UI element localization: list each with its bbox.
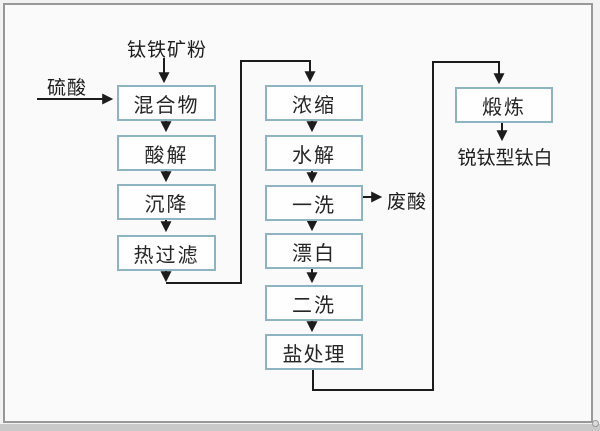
connector-salt-treatment-to-calcination: [312, 61, 505, 391]
anatase-product-label: 锐钛型钛白: [457, 148, 553, 169]
sulfuric-acid-label: 硫酸: [47, 78, 88, 99]
node-first-wash: 一洗: [265, 185, 363, 221]
node-hydrolysis: 水解: [265, 135, 363, 171]
photo-bottom-edge: [0, 424, 600, 431]
connector-hot-filtration-to-concentration: [166, 60, 316, 284]
node-acidolysis: 酸解: [117, 135, 216, 171]
node-salt-treatment: 盐处理: [265, 334, 363, 370]
corner-artifact: [592, 420, 599, 427]
node-sedimentation: 沉降: [117, 184, 216, 220]
ilmenite-powder-label: 钛铁矿粉: [126, 40, 207, 61]
waste-acid-label: 废酸: [387, 192, 428, 213]
node-calcination: 煅炼: [455, 87, 553, 123]
node-concentration: 浓缩: [265, 85, 363, 121]
node-mixture: 混合物: [117, 85, 216, 121]
node-bleaching: 漂白: [265, 233, 363, 269]
node-second-wash: 二洗: [265, 285, 363, 321]
node-hot-filtration: 热过滤: [117, 235, 216, 271]
